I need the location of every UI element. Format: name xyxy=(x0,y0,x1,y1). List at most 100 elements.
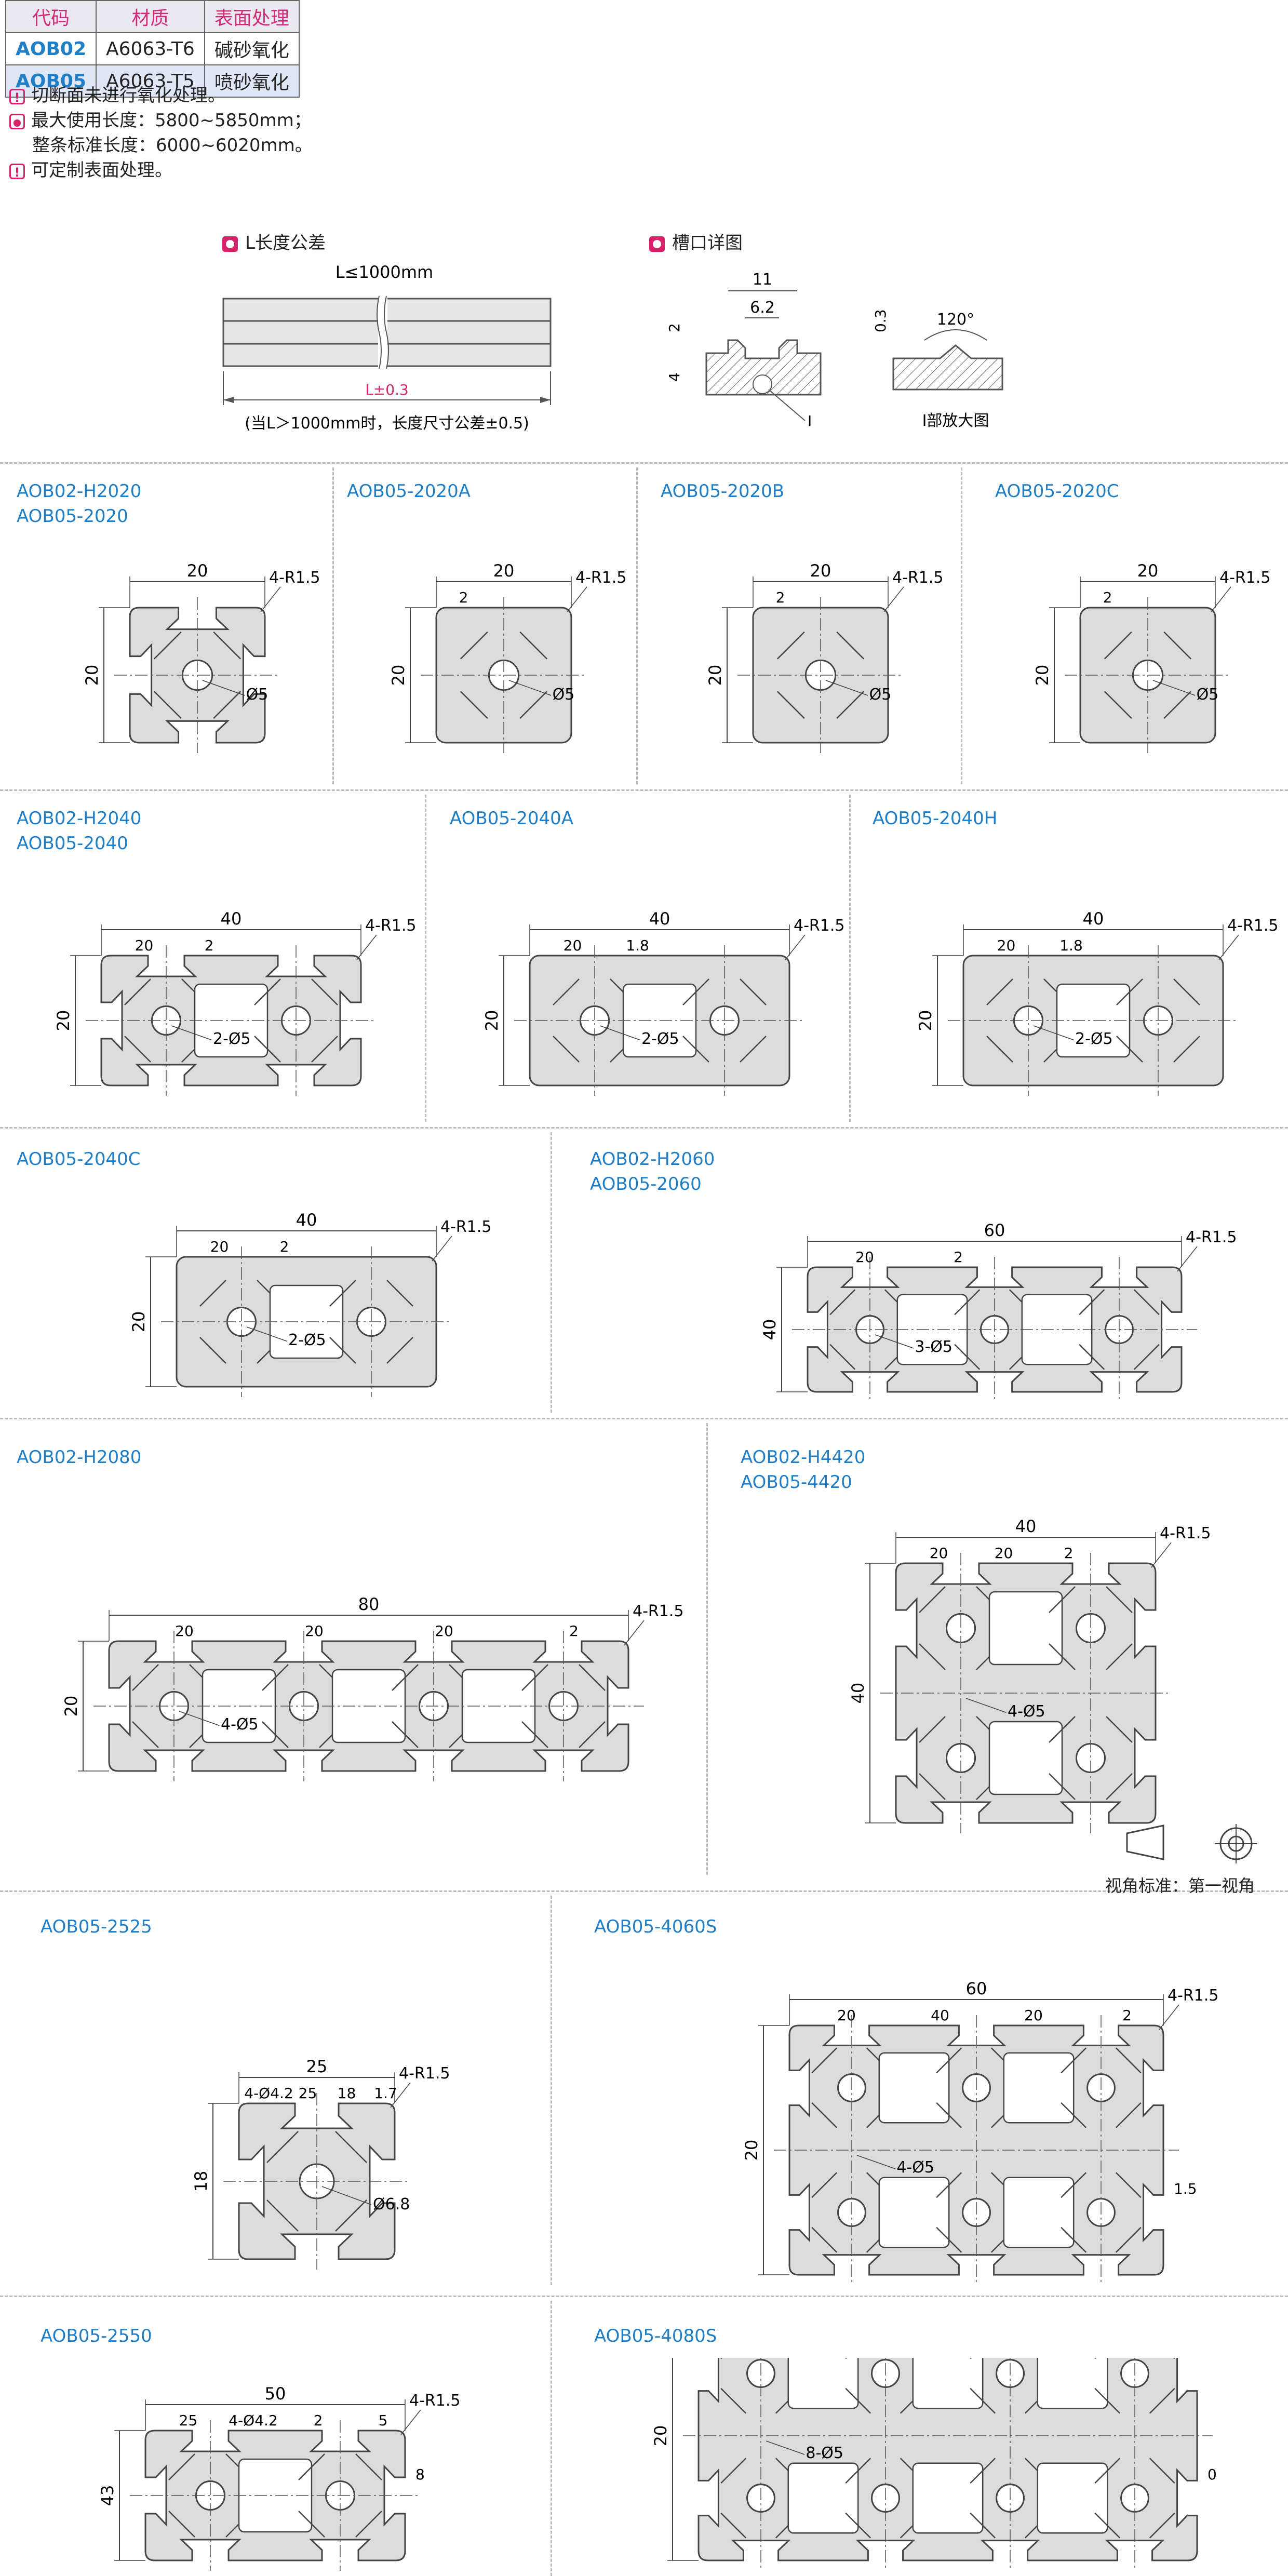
exclamation-icon: ! xyxy=(9,163,25,180)
leader-line xyxy=(179,1711,220,1726)
divider xyxy=(332,467,334,784)
note-3: 整条标准长度：6000~6020mm。 xyxy=(32,135,313,156)
divider xyxy=(425,795,426,1122)
leader-line xyxy=(1033,1025,1074,1041)
leader-line xyxy=(171,1025,212,1041)
dimension-height: 20 xyxy=(705,665,725,686)
exclamation-icon: ! xyxy=(9,88,25,105)
divider xyxy=(0,1890,1288,1892)
inner-cavity xyxy=(1003,2052,1075,2124)
hole-label: 2-Ø5 xyxy=(641,1030,679,1048)
profile-name: AOB02-H2020 xyxy=(17,481,142,502)
radius-label: 4-R1.5 xyxy=(892,569,943,587)
dimension-width: 50 xyxy=(265,2384,286,2404)
dimension-height: 20 xyxy=(129,1311,149,1333)
profile-name: AOB05-2020A xyxy=(347,481,471,502)
leader-line xyxy=(883,586,904,612)
dimension-label: 2 xyxy=(314,2412,323,2429)
dimension-label: 25 xyxy=(179,2412,198,2429)
dimension-height: 20 xyxy=(61,1696,81,1717)
svg-text:2: 2 xyxy=(666,323,683,332)
dimension-label: 8 xyxy=(415,2466,425,2483)
dimension-label: 20 xyxy=(564,937,582,954)
leader-line xyxy=(508,680,552,696)
leader-line xyxy=(260,586,281,612)
dimension-label: 20 xyxy=(997,937,1016,954)
dimension-label: 5 xyxy=(379,2412,388,2429)
inner-cavity xyxy=(787,2358,859,2409)
web-line xyxy=(153,631,242,719)
note-2: 最大使用长度：5800~5850mm； xyxy=(9,108,312,133)
leader-line xyxy=(390,2082,411,2108)
dimension-height: 20 xyxy=(82,665,102,686)
header-finish: 表面处理 xyxy=(204,0,300,33)
hole-label: 2-Ø5 xyxy=(1075,1030,1113,1048)
web-line xyxy=(521,1664,606,1748)
web-line xyxy=(1049,1586,1133,1670)
inner-cavity xyxy=(878,2177,950,2248)
dimension-label: 20 xyxy=(837,2007,856,2024)
radius-label: 4-R1.5 xyxy=(269,569,320,587)
divider xyxy=(961,467,962,784)
dimension-width: 20 xyxy=(1137,561,1159,581)
dimension-label: 25 xyxy=(299,2085,317,2102)
svg-text:0.3: 0.3 xyxy=(872,309,889,332)
hole-label: 4-Ø5 xyxy=(1008,1702,1045,1721)
profile-name: AOB02-H2060 xyxy=(590,1149,715,1170)
inner-cavity xyxy=(1037,2358,1108,2409)
dimension-label: 20 xyxy=(435,1622,453,1640)
dimension-label: 40 xyxy=(931,2007,949,2024)
hole-label: 2-Ø5 xyxy=(288,1331,326,1349)
profile-name: AOB05-2020B xyxy=(661,481,785,502)
row1-material: A6063-T6 xyxy=(96,32,205,65)
profile-name: AOB05-4420 xyxy=(741,1472,852,1493)
svg-text:11: 11 xyxy=(753,271,772,289)
profile-name: AOB05-2040 xyxy=(17,833,128,854)
dimension-label: 18 xyxy=(338,2085,356,2102)
dimension-label: 1.8 xyxy=(626,937,649,954)
web-line xyxy=(1094,2458,1175,2539)
dimension-label: 20 xyxy=(930,1545,948,1562)
svg-text:I: I xyxy=(808,412,812,430)
web-line xyxy=(266,2131,367,2232)
hole-label: Ø5 xyxy=(869,686,892,704)
dimension-label: 20 xyxy=(210,1238,229,1255)
view-standard-text: 视角标准：第一视角 xyxy=(1105,1876,1255,1896)
spec-table: 代码 材质 表面处理 AOB02 A6063-T6 碱砂氧化 AOB05 A60… xyxy=(5,0,300,98)
marker-icon xyxy=(222,236,238,252)
dimension-label: 20 xyxy=(1024,2007,1043,2024)
dimension-label: 1.7 xyxy=(374,2085,397,2102)
dimension-width: 25 xyxy=(306,2057,328,2076)
tolerance-top-label: L≤1000mm xyxy=(336,262,433,282)
profile-name: AOB02-H2040 xyxy=(17,808,142,829)
tolerance-title: L长度公差 xyxy=(222,229,326,254)
dimension-width: 80 xyxy=(358,1594,380,1614)
dimension-height: 20 xyxy=(482,1010,502,1031)
tolerance-caption: (当L＞1000mm时，长度尺寸公差±0.5) xyxy=(245,414,529,433)
leader-line xyxy=(599,1025,640,1041)
leader-line xyxy=(965,1698,1007,1713)
radius-label: 4-R1.5 xyxy=(399,2064,450,2083)
profile-name: AOB05-4080S xyxy=(594,2326,717,2346)
inner-cavity xyxy=(1037,2462,1108,2534)
note-1: !切断面未进行氧化处理。 xyxy=(9,83,225,108)
slot-diagram: 11 6.2 2 4 I 0.3 120° I部放大图 xyxy=(666,271,1003,430)
dimension-label: 1.8 xyxy=(1059,937,1083,954)
dimension-label: 1.5 xyxy=(1174,2180,1197,2197)
svg-text:120°: 120° xyxy=(937,311,974,329)
inner-cavity xyxy=(912,2358,984,2409)
row2-finish: 喷砂氧化 xyxy=(204,64,300,98)
dimension-width: 60 xyxy=(984,1220,1005,1240)
leader-line xyxy=(766,2440,805,2455)
dimension-label: 20 xyxy=(855,1249,874,1266)
hole-label: 2-Ø5 xyxy=(213,1030,251,1048)
web-line xyxy=(460,631,548,719)
inner-cavity xyxy=(787,2462,859,2534)
leader-line xyxy=(400,2409,421,2435)
leader-line xyxy=(875,1334,914,1349)
